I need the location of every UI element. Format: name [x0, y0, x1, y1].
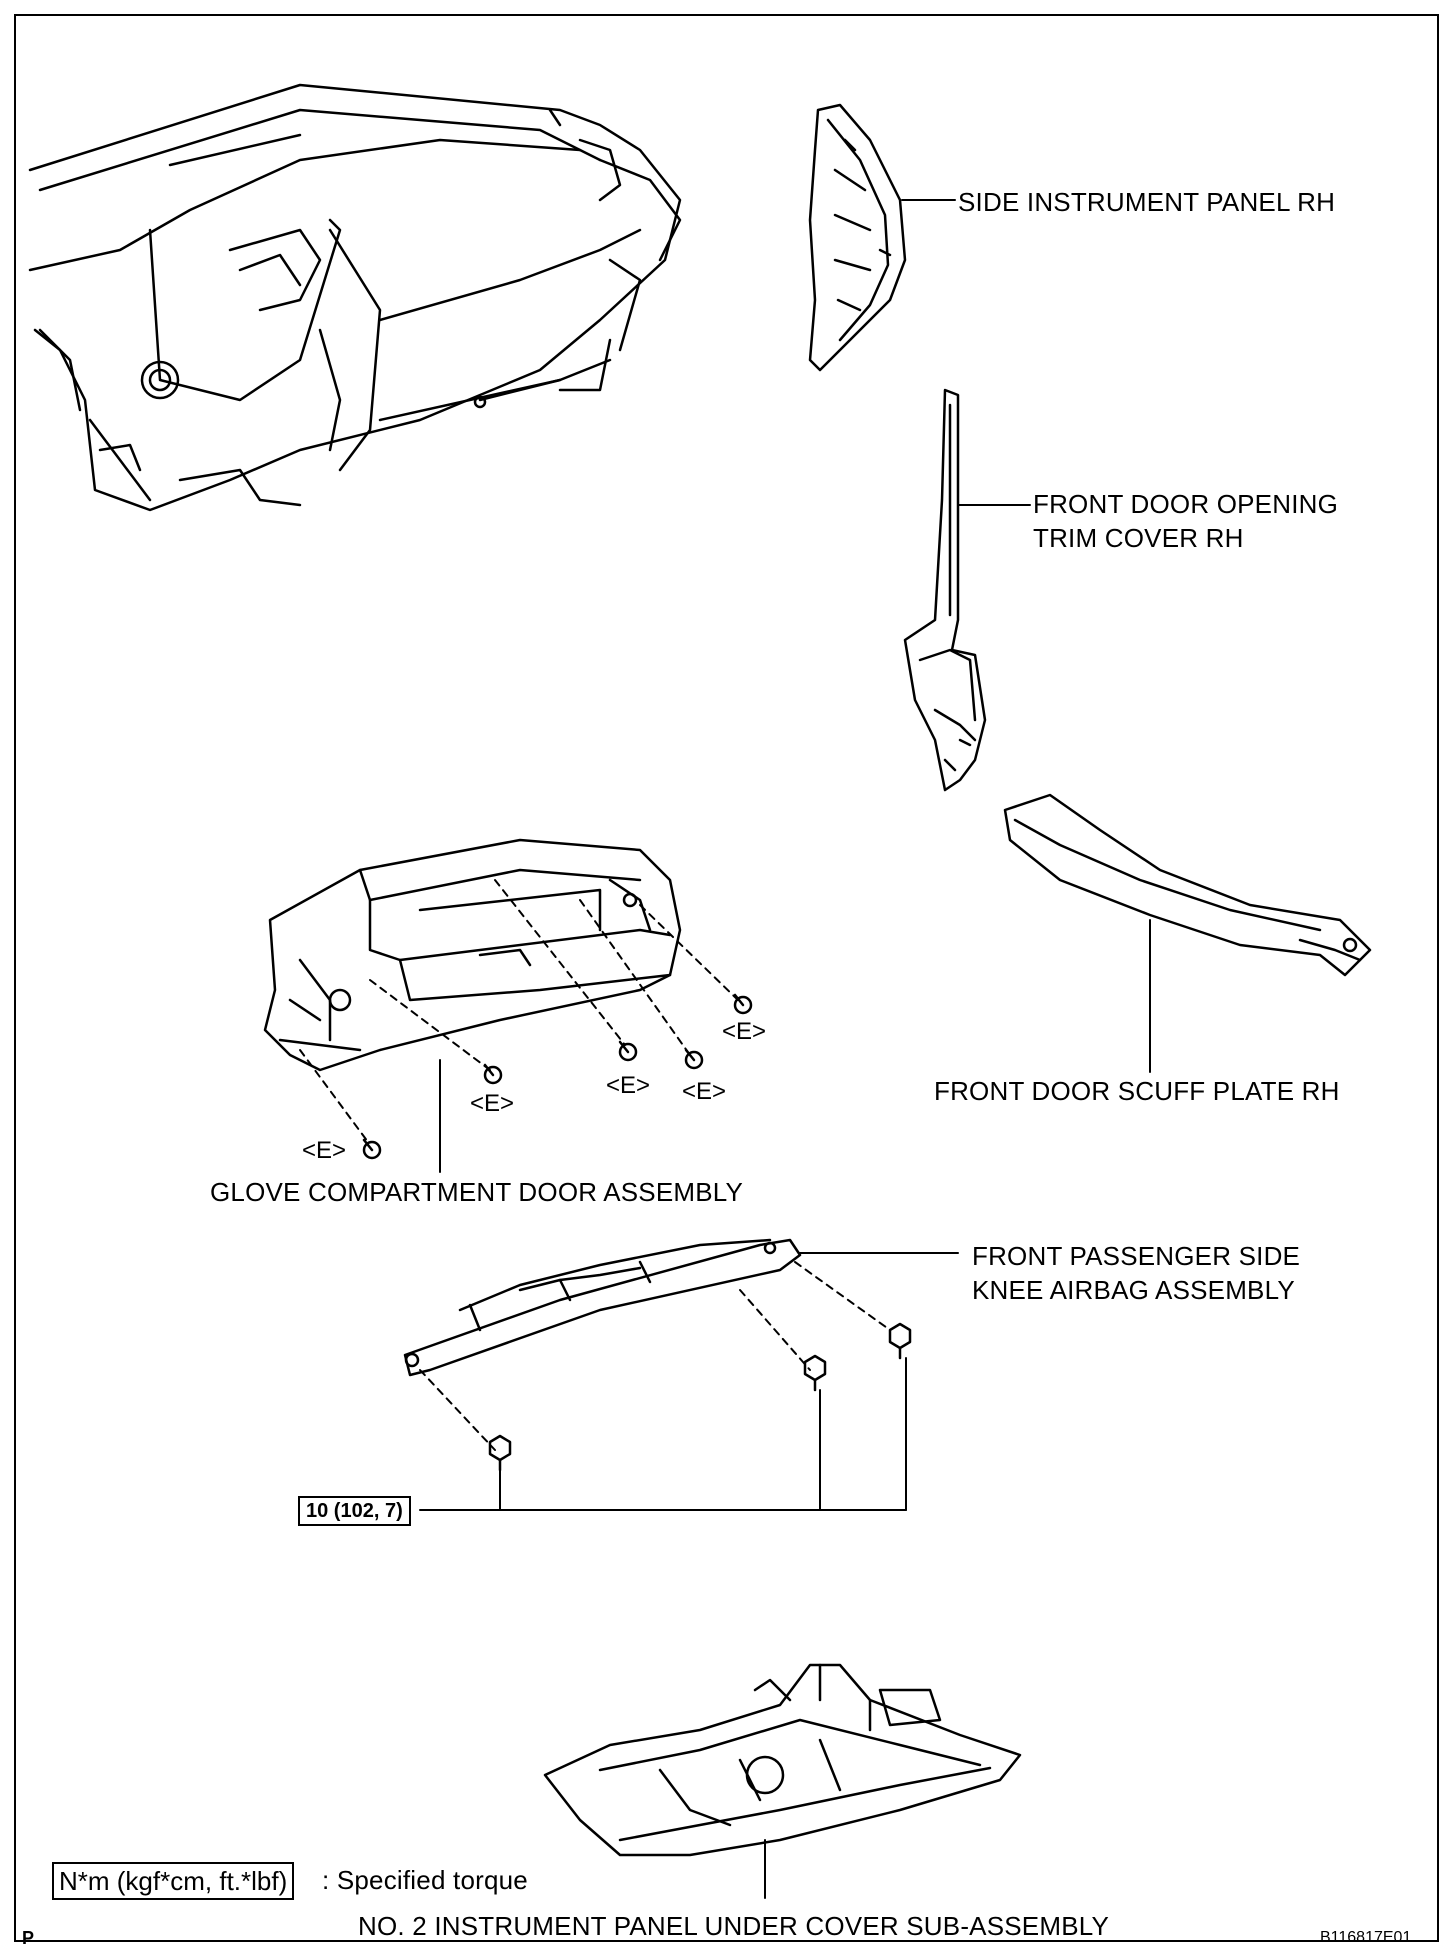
label-knee-airbag-line2: KNEE AIRBAG ASSEMBLY [972, 1275, 1295, 1305]
label-trim-cover-line1: FRONT DOOR OPENING [1033, 489, 1339, 519]
figure-id: B116817E01 [1320, 1929, 1412, 1946]
screw-icon [483, 1063, 503, 1085]
bolt-icon [888, 1322, 912, 1360]
screw-icon [618, 1040, 638, 1062]
scuff-plate-drawing [1003, 793, 1372, 977]
label-glove-compartment: GLOVE COMPARTMENT DOOR ASSEMBLY [210, 1177, 744, 1207]
side-instrument-panel-drawing [808, 103, 907, 372]
bolt-icon [488, 1434, 512, 1472]
clip-label: <E> [682, 1078, 727, 1105]
footer-code: P [22, 1928, 35, 1948]
clip-label: <E> [606, 1072, 651, 1099]
screw-icon [733, 993, 753, 1015]
legend-torque-box: N*m (kgf*cm, ft.*lbf) [52, 1862, 295, 1900]
label-side-instrument-panel: SIDE INSTRUMENT PANEL RH [958, 187, 1336, 217]
label-knee-airbag-line1: FRONT PASSENGER SIDE [972, 1241, 1301, 1271]
bolt-icon [803, 1354, 827, 1392]
label-under-cover: NO. 2 INSTRUMENT PANEL UNDER COVER SUB-A… [358, 1911, 1110, 1941]
trim-cover-drawing [903, 388, 987, 792]
clip-label: <E> [302, 1137, 347, 1164]
clip-label: <E> [722, 1018, 767, 1045]
under-cover-drawing [543, 1663, 1022, 1857]
clip-label: <E> [470, 1090, 515, 1117]
torque-value-box: 10 (102, 7) [298, 1496, 411, 1526]
label-trim-cover-line2: TRIM COVER RH [1033, 523, 1244, 553]
knee-airbag-drawing [403, 1238, 802, 1377]
screw-icon [362, 1138, 382, 1160]
legend-description: : Specified torque [322, 1865, 528, 1895]
screw-icon [684, 1048, 704, 1070]
label-scuff-plate: FRONT DOOR SCUFF PLATE RH [934, 1076, 1340, 1106]
glove-compartment-drawing [263, 838, 682, 1072]
instrument-panel-drawing [28, 83, 682, 512]
diagram-frame [14, 14, 1439, 1942]
